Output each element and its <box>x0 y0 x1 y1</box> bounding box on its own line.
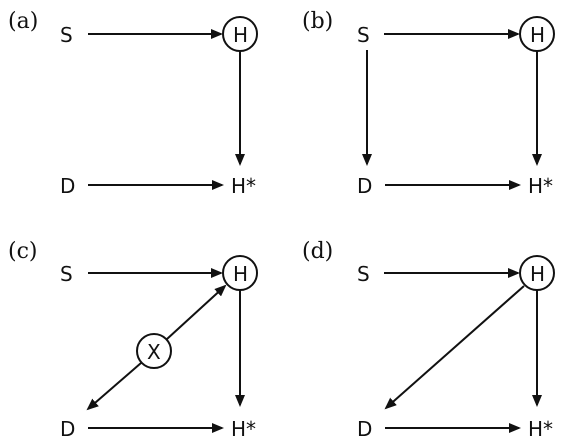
node-d: D <box>60 417 75 441</box>
node-h: H <box>530 23 545 47</box>
node-h-star: H* <box>528 417 553 441</box>
node-x: X <box>147 340 161 364</box>
node-s: S <box>60 262 73 286</box>
edge-x-to-h <box>166 284 227 340</box>
node-h-star: H* <box>528 174 553 198</box>
node-h-star: H* <box>231 417 256 441</box>
panel-d: (d) S H D H* <box>302 239 555 441</box>
panel-c-label: (c) <box>8 239 38 264</box>
node-s: S <box>60 23 73 47</box>
panel-b-label: (b) <box>302 9 333 34</box>
node-h-star: H* <box>231 174 256 198</box>
panel-a-label: (a) <box>8 9 38 34</box>
node-h: H <box>530 262 545 286</box>
node-d: D <box>60 174 75 198</box>
node-x-circle <box>136 333 172 369</box>
node-h: H <box>233 262 248 286</box>
edge-x-to-d <box>86 362 142 411</box>
node-s: S <box>357 262 370 286</box>
node-s: S <box>357 23 370 47</box>
panel-d-label: (d) <box>302 239 333 264</box>
node-d: D <box>357 417 372 441</box>
node-h: H <box>233 23 248 47</box>
panel-c: (c) S H X D H* <box>8 239 258 441</box>
panel-b: (b) S H D H* <box>302 9 555 198</box>
panel-a: (a) S H D H* <box>8 9 258 198</box>
node-d: D <box>357 174 372 198</box>
edge-h-to-d <box>384 285 525 410</box>
